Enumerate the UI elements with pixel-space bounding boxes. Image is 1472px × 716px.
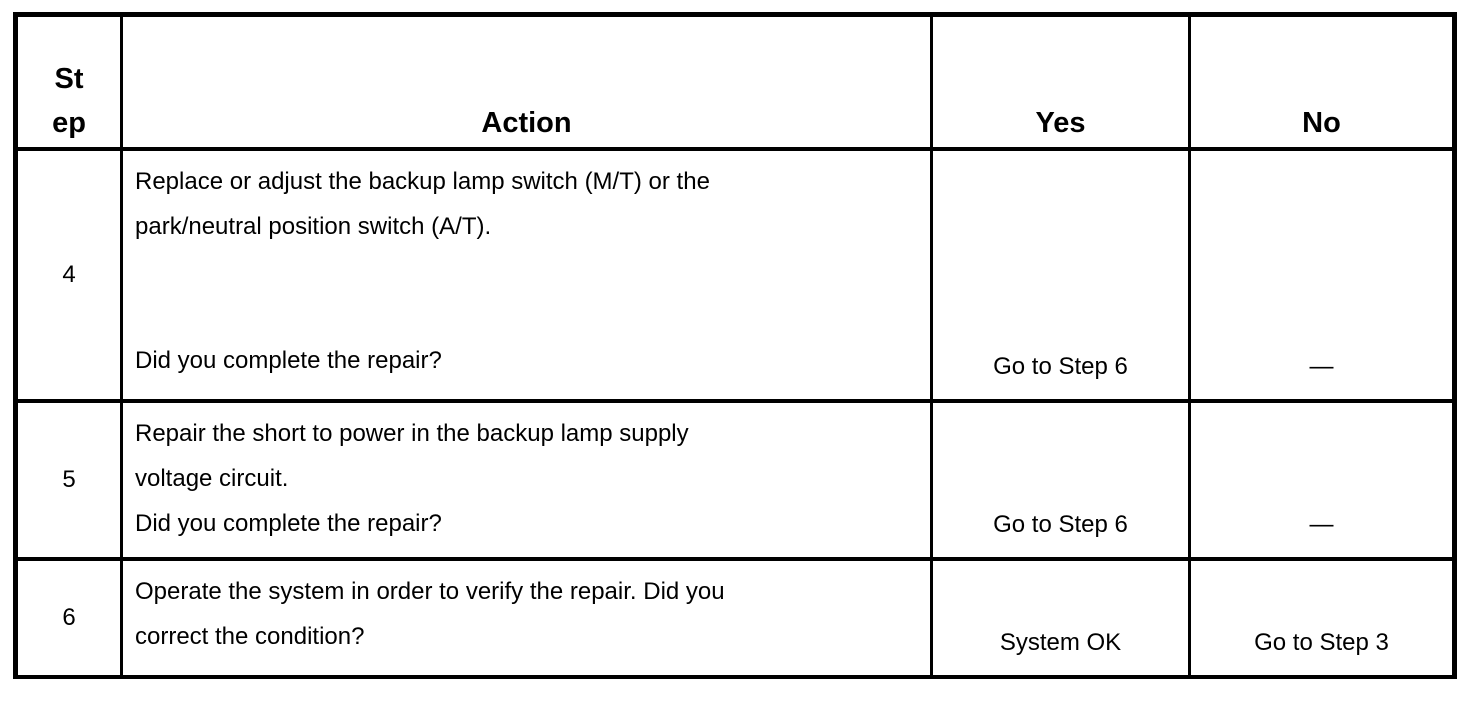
action-cell-content: Repair the short to power in the backup …: [125, 405, 929, 555]
column-header-step: St ep: [14, 12, 123, 151]
action-main-text: Operate the system in order to verify th…: [135, 577, 725, 650]
yes-result-cell: Go to Step 6: [930, 146, 1191, 403]
column-header-no: No: [1188, 12, 1456, 151]
column-header-action: Action: [120, 12, 933, 151]
step-number-cell: 6: [14, 556, 123, 679]
yes-result-cell: System OK: [930, 556, 1191, 679]
action-main-text: Repair the short to power in the backup …: [135, 419, 689, 492]
column-header-yes: Yes: [930, 12, 1191, 151]
table-row-step-5: 5 Repair the short to power in the backu…: [14, 398, 1456, 561]
no-result-cell: —: [1188, 398, 1456, 561]
table-header-row: St ep Action Yes No: [14, 12, 1456, 151]
diagnostic-table: St ep Action Yes No 4 Replace or adjust …: [13, 12, 1457, 679]
action-cell: Replace or adjust the backup lamp switch…: [120, 146, 933, 403]
action-cell-content: Operate the system in order to verify th…: [125, 563, 929, 673]
yes-result-cell: Go to Step 6: [930, 398, 1191, 561]
action-question-text: Did you complete the repair?: [135, 346, 442, 374]
action-cell: Repair the short to power in the backup …: [120, 398, 933, 561]
step-number-cell: 5: [14, 398, 123, 561]
no-result-cell: —: [1188, 146, 1456, 403]
table-row-step-4: 4 Replace or adjust the backup lamp swit…: [14, 146, 1456, 403]
action-cell-content: Replace or adjust the backup lamp switch…: [125, 153, 929, 397]
action-main-text: Replace or adjust the backup lamp switch…: [135, 167, 710, 240]
action-cell: Operate the system in order to verify th…: [120, 556, 933, 679]
action-question-text: Did you complete the repair?: [135, 509, 442, 537]
table-row-step-6: 6 Operate the system in order to verify …: [14, 556, 1456, 679]
step-number-cell: 4: [14, 146, 123, 403]
no-result-cell: Go to Step 3: [1188, 556, 1456, 679]
